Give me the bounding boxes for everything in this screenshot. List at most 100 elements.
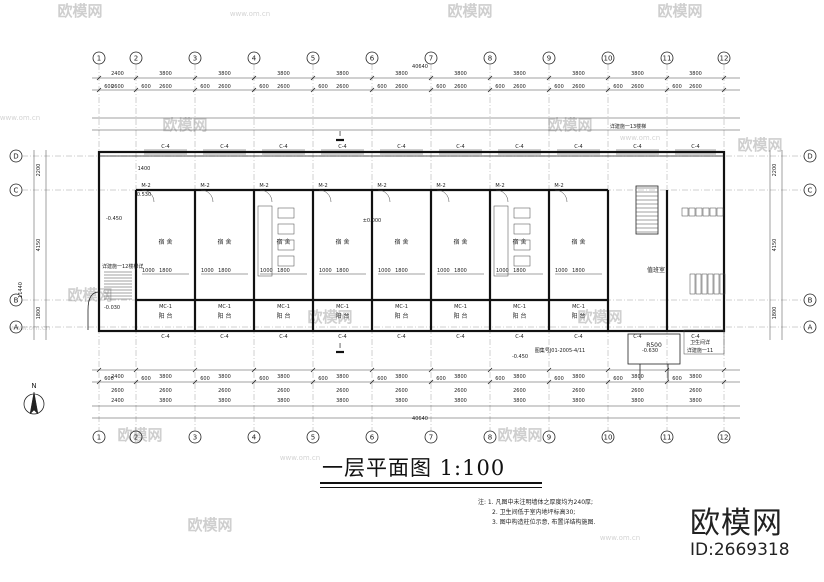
window-label: C-4 bbox=[633, 144, 641, 150]
sub-dimension: 2600 bbox=[572, 388, 585, 394]
axis-label-4: 4 bbox=[252, 55, 257, 63]
note-line: 3. 图中构造柱位示意, 布置详结构施图. bbox=[492, 519, 596, 526]
sub-dimension: 600 bbox=[141, 84, 151, 90]
side-dimension: 1800 bbox=[772, 307, 778, 320]
sub-dimension: 2600 bbox=[513, 388, 526, 394]
dim-tick bbox=[487, 75, 493, 81]
elevation-mark: -0.030 bbox=[104, 305, 120, 311]
dim-tick bbox=[96, 367, 102, 373]
axis-label-2: 2 bbox=[134, 434, 138, 442]
dim-tick bbox=[664, 379, 670, 385]
watermark-logo: 欧模网 bbox=[737, 136, 782, 154]
inner-dimension: 1800 bbox=[454, 268, 467, 274]
sub-dimension: 2600 bbox=[336, 84, 349, 90]
sub-dimension: 600 bbox=[259, 376, 269, 382]
inner-dimension: 1400 bbox=[138, 166, 151, 172]
axis-label-7: 7 bbox=[429, 55, 433, 63]
toilet-stall bbox=[695, 273, 702, 295]
side-dimension: 4150 bbox=[36, 239, 42, 252]
axis-label-3: 3 bbox=[193, 55, 197, 63]
dim-tick bbox=[133, 87, 139, 93]
dim-tick bbox=[664, 75, 670, 81]
axis-label-1: 1 bbox=[97, 434, 101, 442]
watermark-logo: 欧模网 bbox=[307, 308, 352, 326]
bay-dimension: 3800 bbox=[218, 398, 231, 404]
dim-tick bbox=[192, 367, 198, 373]
sub-dimension: 2600 bbox=[689, 388, 702, 394]
dim-tick bbox=[369, 75, 375, 81]
room-label-dorm: 宿 舍 bbox=[277, 238, 291, 246]
inner-dimension: 1000 bbox=[437, 268, 450, 274]
inner-dimension: 1000 bbox=[201, 268, 214, 274]
bay-dimension: 3800 bbox=[631, 71, 644, 77]
watermark-url: www.om.cn bbox=[620, 134, 660, 142]
sub-dimension: 600 bbox=[141, 376, 151, 382]
door-label: M-2 bbox=[495, 183, 504, 189]
toilet-note: 卫生间详 bbox=[690, 339, 710, 346]
dim-tick bbox=[96, 75, 102, 81]
axis-label-8: 8 bbox=[488, 55, 492, 63]
inner-dimension: 1800 bbox=[572, 268, 585, 274]
door-label: MC-1 bbox=[159, 304, 172, 310]
bay-dimension: 3800 bbox=[689, 398, 702, 404]
bay-dimension: 3800 bbox=[395, 374, 408, 380]
room-label-balcony: 阳 台 bbox=[277, 312, 291, 320]
watermark-logo: 欧模网 bbox=[547, 116, 592, 134]
toilet-stall bbox=[689, 273, 696, 295]
toilet-fixture bbox=[695, 207, 703, 217]
axis-label-B: B bbox=[808, 297, 813, 305]
exterior-wall bbox=[97, 150, 726, 333]
furniture-unit bbox=[277, 239, 295, 251]
sub-dimension: 600 bbox=[554, 84, 564, 90]
bay-dimension: 3800 bbox=[336, 374, 349, 380]
furniture-unit bbox=[513, 239, 531, 251]
sub-dimension: 2600 bbox=[159, 388, 172, 394]
inner-dimension: 1000 bbox=[260, 268, 273, 274]
door-label: MC-1 bbox=[218, 304, 231, 310]
bay-dimension: 3800 bbox=[218, 374, 231, 380]
furniture-unit bbox=[277, 255, 295, 267]
stair-note: 详建施一13楼梯 bbox=[610, 123, 646, 130]
axis-label-2: 2 bbox=[134, 55, 138, 63]
toilet-fixture bbox=[716, 207, 724, 217]
bay-dimension: 3800 bbox=[336, 71, 349, 77]
inner-dimension: 1800 bbox=[159, 268, 172, 274]
bay-dimension: 3800 bbox=[689, 374, 702, 380]
sub-dimension: 2600 bbox=[395, 84, 408, 90]
room-label-dorm: 宿 舍 bbox=[572, 238, 586, 246]
dim-tick bbox=[96, 87, 102, 93]
toilet-vestibule bbox=[683, 329, 725, 355]
door-label: M-2 bbox=[318, 183, 327, 189]
bathroom-block bbox=[493, 205, 509, 277]
watermark-logo: 欧模网 bbox=[447, 2, 492, 20]
bay-dimension: 3800 bbox=[218, 71, 231, 77]
dim-tick bbox=[664, 87, 670, 93]
dim-tick bbox=[428, 379, 434, 385]
room-label-dorm: 宿 舍 bbox=[454, 238, 468, 246]
dim-tick bbox=[369, 379, 375, 385]
dim-tick bbox=[251, 367, 257, 373]
bay-dimension: 3800 bbox=[572, 71, 585, 77]
watermark-url: www.om.cn bbox=[0, 114, 40, 122]
window-label: C-4 bbox=[515, 144, 523, 150]
sub-dimension: 2600 bbox=[218, 388, 231, 394]
dim-tick bbox=[192, 87, 198, 93]
bay-dimension: 2400 bbox=[111, 398, 124, 404]
inner-dimension: 1800 bbox=[218, 268, 231, 274]
watermark-url: www.om.cn bbox=[230, 10, 270, 18]
bay-dimension: 3800 bbox=[395, 71, 408, 77]
axis-label-C: C bbox=[14, 187, 19, 195]
door-label: M-2 bbox=[141, 183, 150, 189]
window-label: C-4 bbox=[456, 144, 464, 150]
dim-tick bbox=[721, 379, 727, 385]
door-swing bbox=[436, 189, 450, 203]
sub-dimension: 600 bbox=[377, 376, 387, 382]
axis-label-9: 9 bbox=[547, 434, 551, 442]
sub-dimension: 600 bbox=[318, 376, 328, 382]
toilet-stall bbox=[719, 273, 726, 295]
sub-dimension: 2600 bbox=[572, 84, 585, 90]
toilet-fixture bbox=[709, 207, 717, 217]
axis-label-1: 1 bbox=[97, 55, 101, 63]
room-label-balcony: 阳 台 bbox=[336, 312, 350, 320]
